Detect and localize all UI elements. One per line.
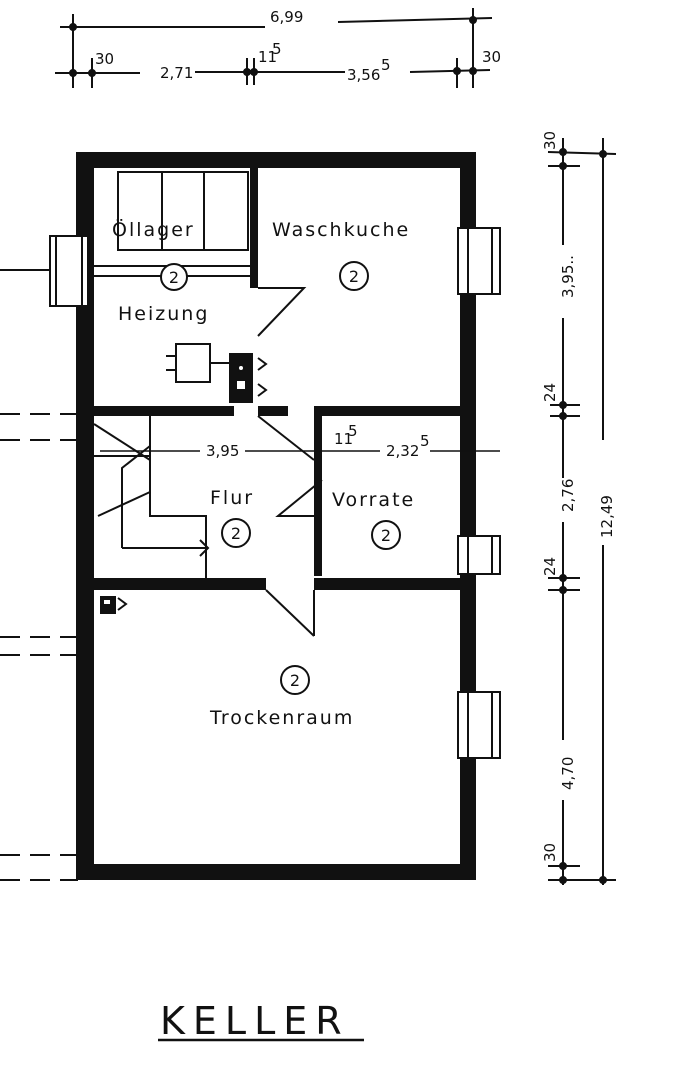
room-number-flur: 2 (231, 524, 241, 543)
dim-inner-wall-2-sup: 5 (348, 422, 358, 440)
dim-total-height: 12,49 (598, 495, 616, 538)
dim-total-width: 6,99 (270, 8, 303, 26)
dim-wall-right: 30 (482, 48, 501, 66)
boiler (166, 343, 268, 403)
room-number-oellager: 2 (169, 268, 179, 287)
room-numbers (160, 261, 401, 695)
dim-wall-1: 24 (541, 383, 559, 402)
plan-title: KELLER (160, 999, 350, 1043)
exterior-wall (76, 152, 476, 880)
dim-flur-width: 3,95 (206, 442, 239, 460)
dim-bottom-wall: 30 (541, 843, 559, 862)
dim-wall-left: 30 (95, 50, 114, 68)
dim-inner-wall-2: 11 (334, 430, 353, 448)
room-label-waschkueche: Waschkuche (272, 219, 410, 241)
room-label-vorraete: Vorrate (332, 489, 415, 511)
dim-inner-wall-sup: 5 (272, 40, 282, 58)
outer-walls (76, 152, 476, 880)
room-label-flur: Flur (210, 487, 254, 509)
dim-right-span-sup: 5 (381, 56, 391, 74)
dim-vorraete-width-sup: 5 (420, 432, 430, 450)
room-number-waschkueche: 2 (349, 267, 359, 286)
room-label-heizung: Heizung (118, 303, 209, 325)
dim-right-span: 3,56 (347, 66, 380, 84)
windows (49, 227, 501, 759)
external-dashed-lines (0, 413, 78, 881)
dim-top-wall: 30 (541, 131, 559, 150)
interior-walls (94, 168, 460, 590)
right-dimensions (547, 138, 617, 885)
top-dimensions (55, 8, 493, 88)
dim-wall-2: 24 (541, 557, 559, 576)
dim-vorraete-width: 2,32 (386, 442, 419, 460)
room-number-trockenraum: 2 (290, 671, 300, 690)
dim-inner-wall: 11 (258, 48, 277, 66)
room-number-vorraete: 2 (381, 526, 391, 545)
dim-upper-height: 3,95.. (559, 255, 577, 298)
dim-left-span: 2,71 (160, 64, 193, 82)
room-label-trockenraum: Trockenraum (209, 707, 354, 729)
staircase (93, 416, 210, 578)
dim-lower-height: 4,70 (559, 757, 577, 790)
doors (257, 287, 323, 637)
room-label-oellager: Öllager (112, 218, 195, 241)
meter-icon (100, 596, 128, 614)
dim-middle-height: 2,76 (559, 479, 577, 512)
